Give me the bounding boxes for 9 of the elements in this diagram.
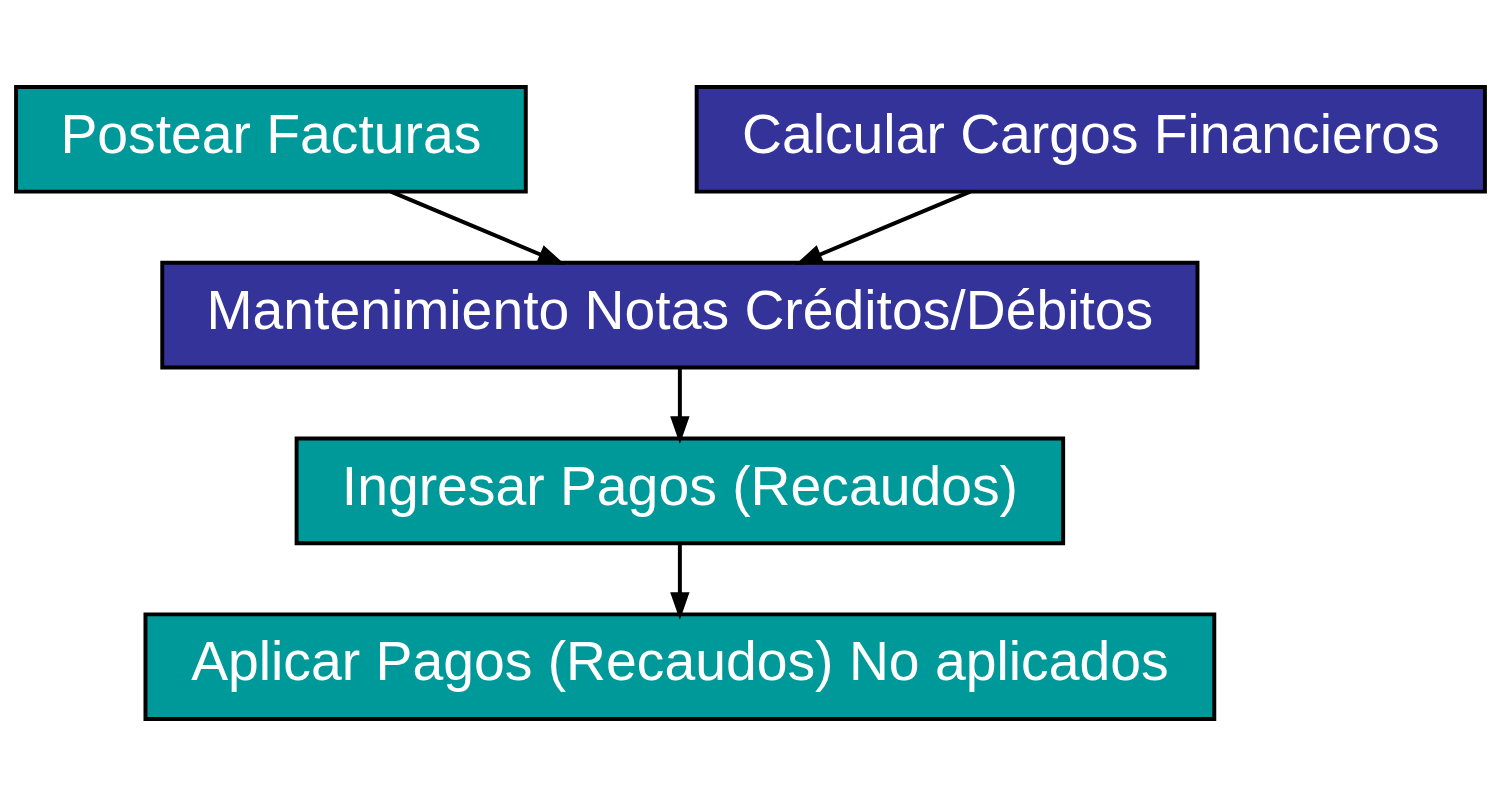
arrow — [670, 367, 690, 445]
arrow — [670, 543, 690, 620]
node-box: Calcular Cargos Financieros — [694, 84, 1487, 194]
node-box: Mantenimiento Notas Créditos/Débitos — [160, 260, 1200, 370]
node-box: Aplicar Pagos (Recaudos) No aplicados — [143, 612, 1217, 722]
arrow — [794, 189, 972, 265]
node-box: Postear Facturas — [14, 84, 528, 194]
arrow — [390, 189, 566, 266]
node-box: Ingresar Pagos (Recaudos) — [294, 436, 1066, 546]
